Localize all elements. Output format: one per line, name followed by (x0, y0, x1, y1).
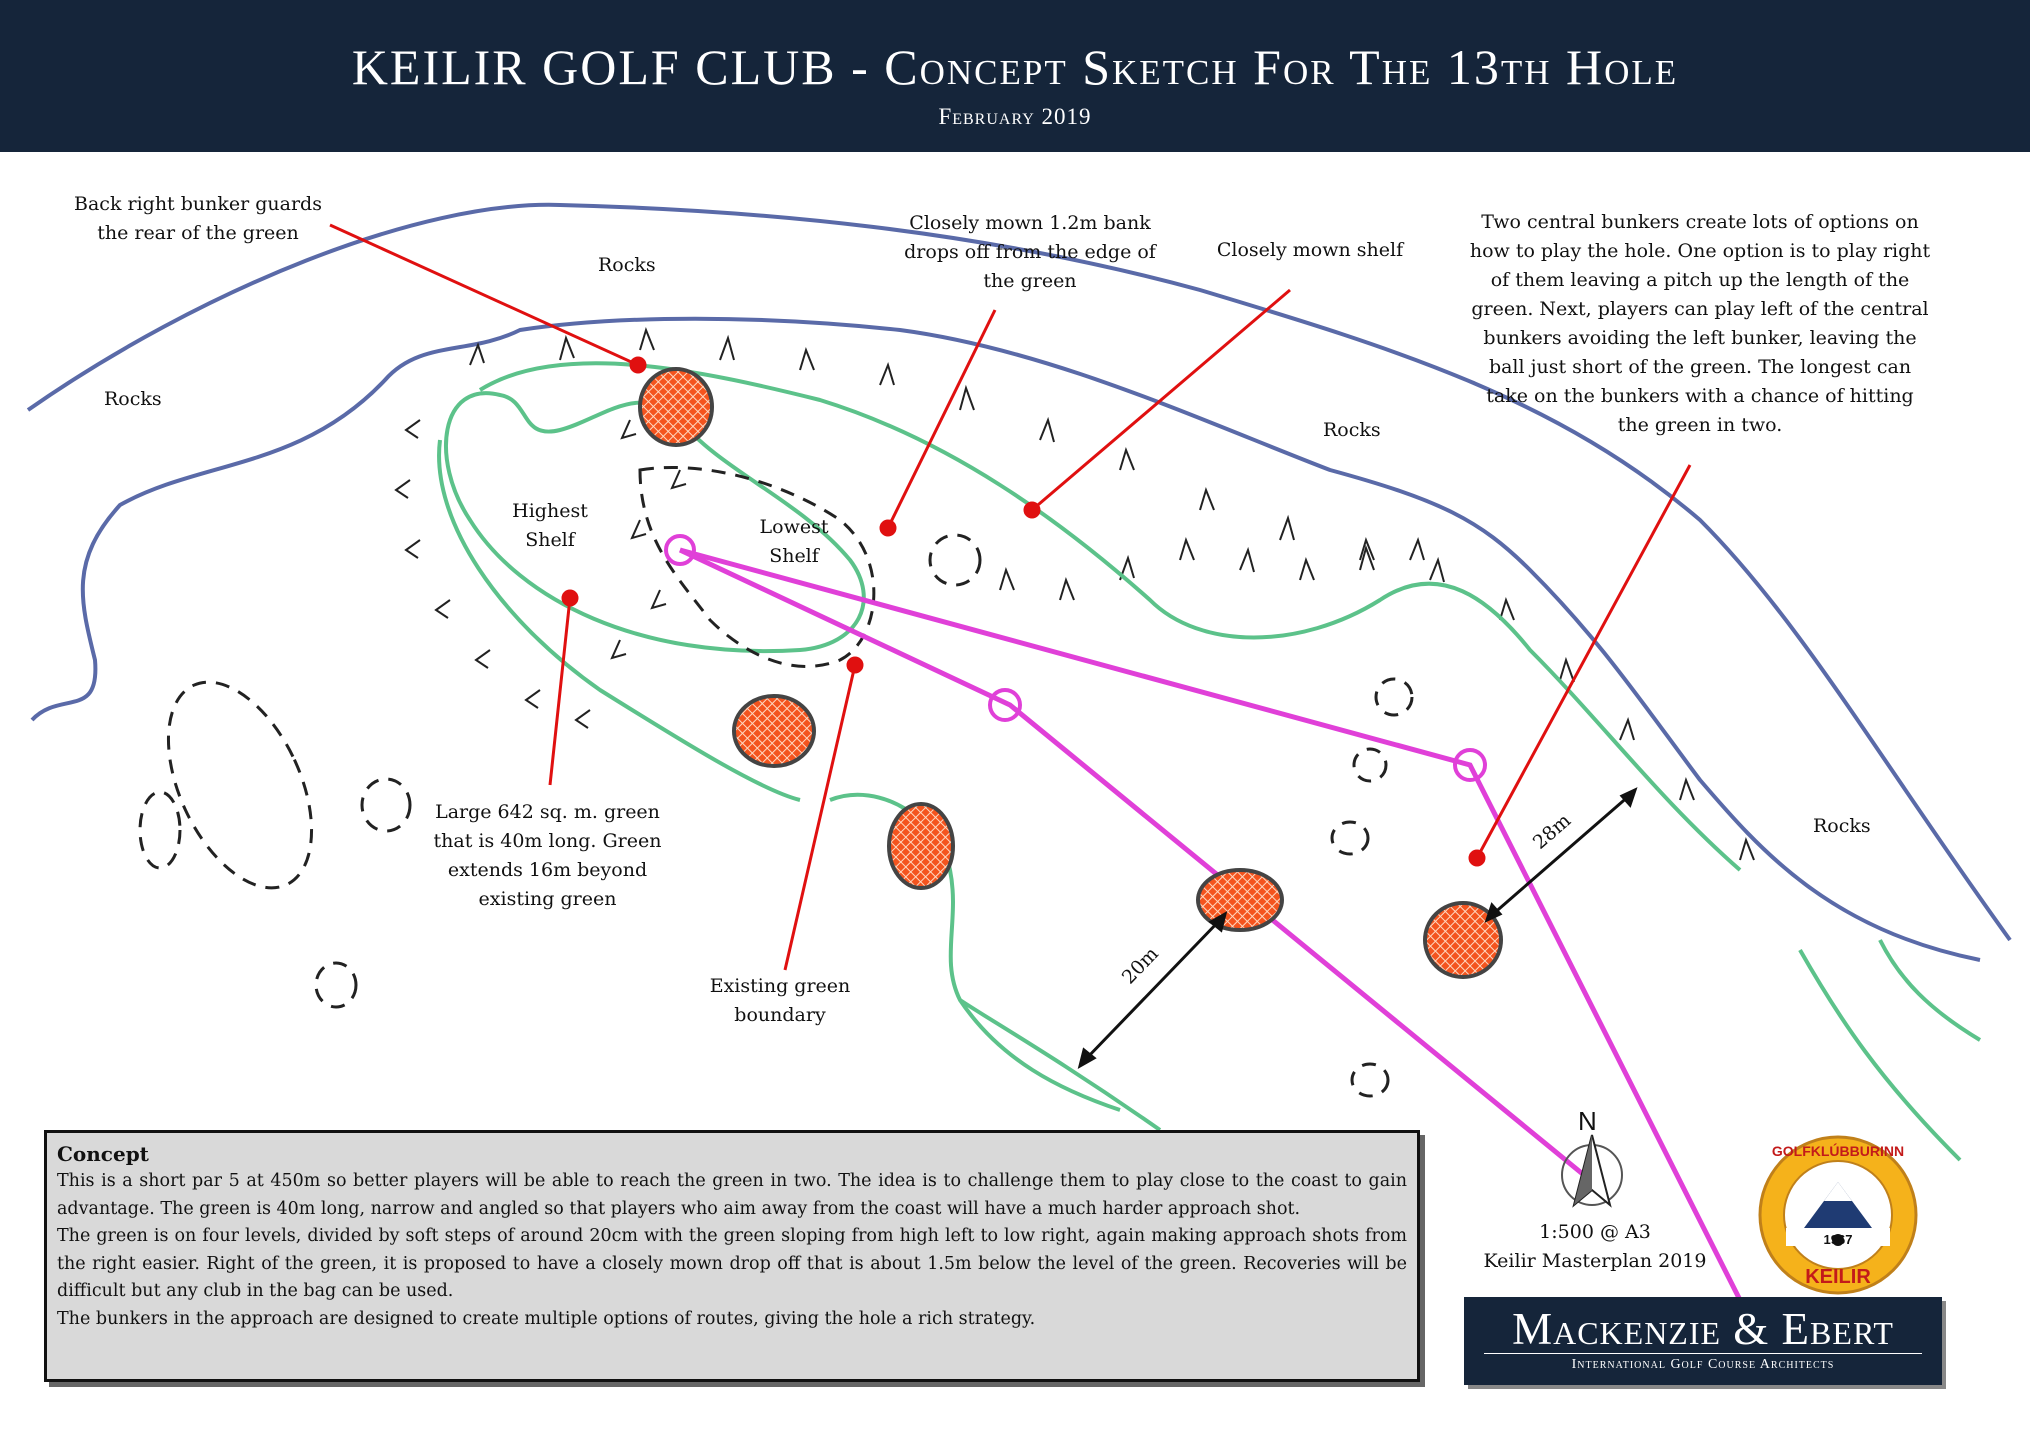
firm-tagline: International Golf Course Architects (1571, 1357, 1835, 1372)
bunker-back-right (638, 367, 714, 447)
bunker-central-1 (1196, 868, 1284, 932)
bunker-approach-left (887, 802, 955, 890)
distance-arrows (1077, 787, 1638, 1070)
north-arrow-icon (1561, 1134, 1623, 1208)
logo-name: KEILIR (1805, 1266, 1871, 1288)
scale-label: 1:500 @ A3 (1539, 1221, 1651, 1243)
masterplan-label: Keilir Masterplan 2019 (1483, 1250, 1707, 1272)
concept-paragraph: The bunkers in the approach are designed… (57, 1308, 1036, 1329)
firm-divider (1484, 1353, 1922, 1354)
page-title: KEILIR GOLF CLUB - Concept Sketch For Th… (351, 39, 1679, 95)
central-bunkers-note: Two central bunkers create lots of optio… (1469, 211, 1931, 436)
closely-mown-shelf-note: Closely mown shelf (1216, 239, 1404, 261)
concept-paragraph: The green is on four levels, divided by … (57, 1226, 1407, 1301)
play-routes (678, 547, 1743, 1302)
rocks-label-southeast: Rocks (1813, 815, 1871, 837)
route-targets (664, 534, 1487, 782)
scale-info: 1:500 @ A3 Keilir Masterplan 2019 (1480, 1218, 1710, 1276)
concept-panel: Concept This is a short par 5 at 450m so… (44, 1130, 1420, 1382)
logo-year: 1967 (1824, 1232, 1853, 1247)
page-subtitle: February 2019 (938, 104, 1092, 129)
bunkers (638, 367, 1503, 979)
existing-green-boundary (138, 466, 1414, 1098)
green-outlines (437, 361, 1982, 1162)
distance-20m-label: 20m (1118, 943, 1163, 989)
rocks-label-west: Rocks (104, 388, 162, 410)
concept-title: Concept (57, 1142, 149, 1166)
logo-ring-text: GOLFKLÚBBURINN (1772, 1142, 1904, 1159)
keilir-club-logo (1758, 1135, 1918, 1295)
bunker-front-left (732, 694, 816, 768)
north-letter: N (1578, 1106, 1597, 1136)
title-banner: KEILIR GOLF CLUB - Concept Sketch For Th… (0, 0, 2030, 152)
rocks-label-north: Rocks (598, 254, 656, 276)
concept-paragraph: This is a short par 5 at 450m so better … (57, 1171, 1407, 1219)
coastline-outer (26, 202, 2012, 942)
firm-logo-box: Mackenzie & Ebert International Golf Cou… (1464, 1297, 1942, 1385)
annotation-pointers (329, 223, 1692, 971)
firm-name: Mackenzie & Ebert (1512, 1304, 1894, 1354)
bunker-central-2 (1423, 901, 1503, 979)
rocks-label-east: Rocks (1323, 419, 1381, 441)
coastline-inner (30, 316, 1981, 962)
rough-ticks (394, 326, 1755, 861)
